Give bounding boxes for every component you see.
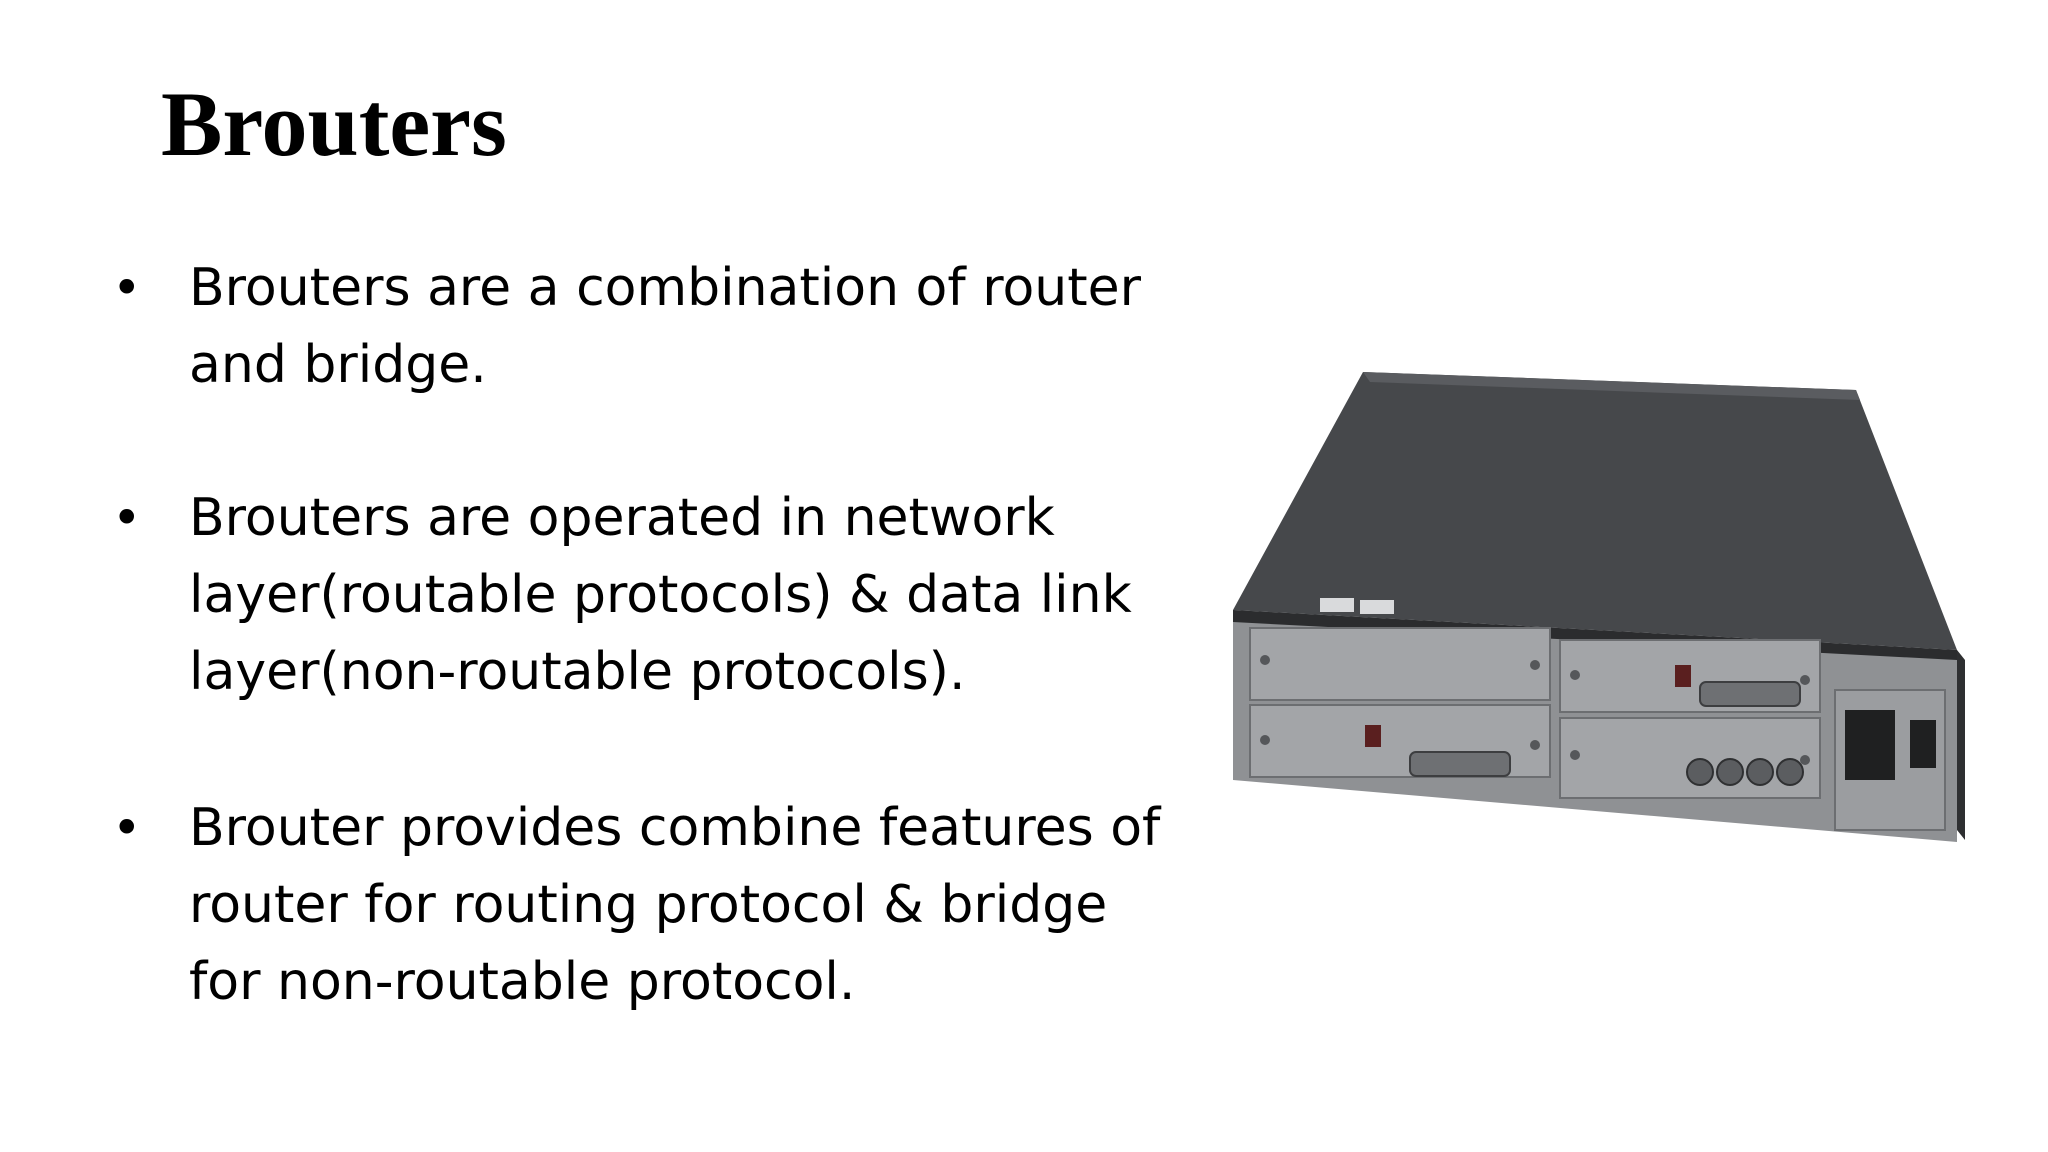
bullet-line: Brouters are a combination of router <box>189 258 1141 318</box>
bullet-line: layer(routable protocols) & data link <box>189 565 1132 625</box>
bullet-line: for non-routable protocol. <box>189 952 856 1012</box>
bullet-line: router for routing protocol & bridge <box>189 875 1108 935</box>
bullet-text: Brouters are a combination of router and… <box>189 250 1189 404</box>
bullet-line: Brouter provides combine features of <box>189 798 1161 858</box>
bullet-line: and bridge. <box>189 335 487 395</box>
bullet-marker: • <box>112 259 142 317</box>
brouter-device-image <box>1220 360 1980 860</box>
bullet-text: Brouter provides combine features of rou… <box>189 790 1189 1021</box>
slide-title: Brouters <box>161 73 507 175</box>
bullet-line: layer(non-routable protocols). <box>189 642 966 702</box>
bullet-line: Brouters are operated in network <box>189 488 1055 548</box>
bullet-marker: • <box>112 799 142 857</box>
bullet-marker: • <box>112 489 142 547</box>
bullet-text: Brouters are operated in network layer(r… <box>189 480 1189 711</box>
